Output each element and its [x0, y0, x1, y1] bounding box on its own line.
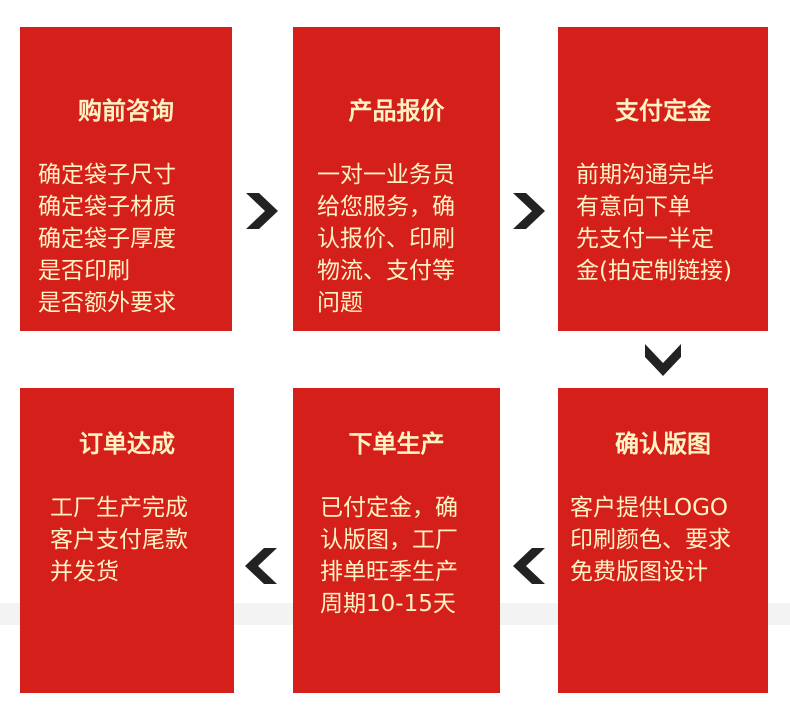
- step-line: 免费版图设计: [570, 559, 708, 585]
- step-line: 给您服务，确: [317, 194, 455, 220]
- step-line: 是否印刷: [38, 258, 130, 284]
- step-title: 下单生产: [348, 430, 445, 458]
- step-line: 确定袋子材质: [38, 194, 176, 220]
- chevron-left-icon: [245, 548, 277, 584]
- step-card-order-complete: 订单达成 工厂生产完成 客户支付尾款 并发货: [20, 388, 234, 693]
- step-line: 认报价、印刷: [317, 226, 455, 252]
- step-line: 物流、支付等: [317, 258, 455, 284]
- chevron-down-icon: [645, 344, 681, 376]
- step-card-quotation: 产品报价 一对一业务员 给您服务，确 认报价、印刷 物流、支付等 问题: [293, 27, 500, 331]
- chevron-left-icon: [513, 548, 545, 584]
- step-line: 确定袋子尺寸: [38, 162, 176, 188]
- step-line: 排单旺季生产: [320, 559, 458, 585]
- step-line: 认版图，工厂: [320, 527, 458, 553]
- step-line: 客户提供LOGO: [570, 495, 729, 521]
- step-title: 购前咨询: [78, 97, 174, 125]
- step-line: 一对一业务员: [317, 162, 455, 188]
- step-line: 先支付一半定: [576, 226, 714, 252]
- step-line: 印刷颜色、要求: [570, 527, 731, 553]
- step-title: 确认版图: [615, 430, 711, 458]
- step-title: 产品报价: [348, 97, 445, 125]
- step-line: 前期沟通完毕: [576, 162, 714, 188]
- step-line: 已付定金，确: [320, 495, 458, 521]
- step-card-deposit: 支付定金 前期沟通完毕 有意向下单 先支付一半定 金(拍定制链接): [558, 27, 768, 331]
- step-line: 工厂生产完成: [50, 495, 188, 521]
- step-card-confirm-layout: 确认版图 客户提供LOGO 印刷颜色、要求 免费版图设计: [558, 388, 768, 693]
- step-line: 客户支付尾款: [50, 527, 188, 553]
- step-title: 支付定金: [615, 97, 711, 125]
- step-line: 金(拍定制链接): [576, 258, 732, 284]
- chevron-right-icon: [246, 193, 278, 229]
- step-line: 问题: [317, 290, 363, 316]
- step-line: 并发货: [50, 559, 119, 585]
- step-line: 是否额外要求: [38, 290, 176, 316]
- step-card-production: 下单生产 已付定金，确 认版图，工厂 排单旺季生产 周期10-15天: [293, 388, 500, 693]
- step-line: 确定袋子厚度: [38, 226, 176, 252]
- chevron-right-icon: [513, 193, 545, 229]
- step-line: 有意向下单: [576, 194, 691, 220]
- step-title: 订单达成: [79, 430, 175, 458]
- step-card-consultation: 购前咨询 确定袋子尺寸 确定袋子材质 确定袋子厚度 是否印刷 是否额外要求: [20, 27, 232, 331]
- step-line: 周期10-15天: [320, 591, 456, 617]
